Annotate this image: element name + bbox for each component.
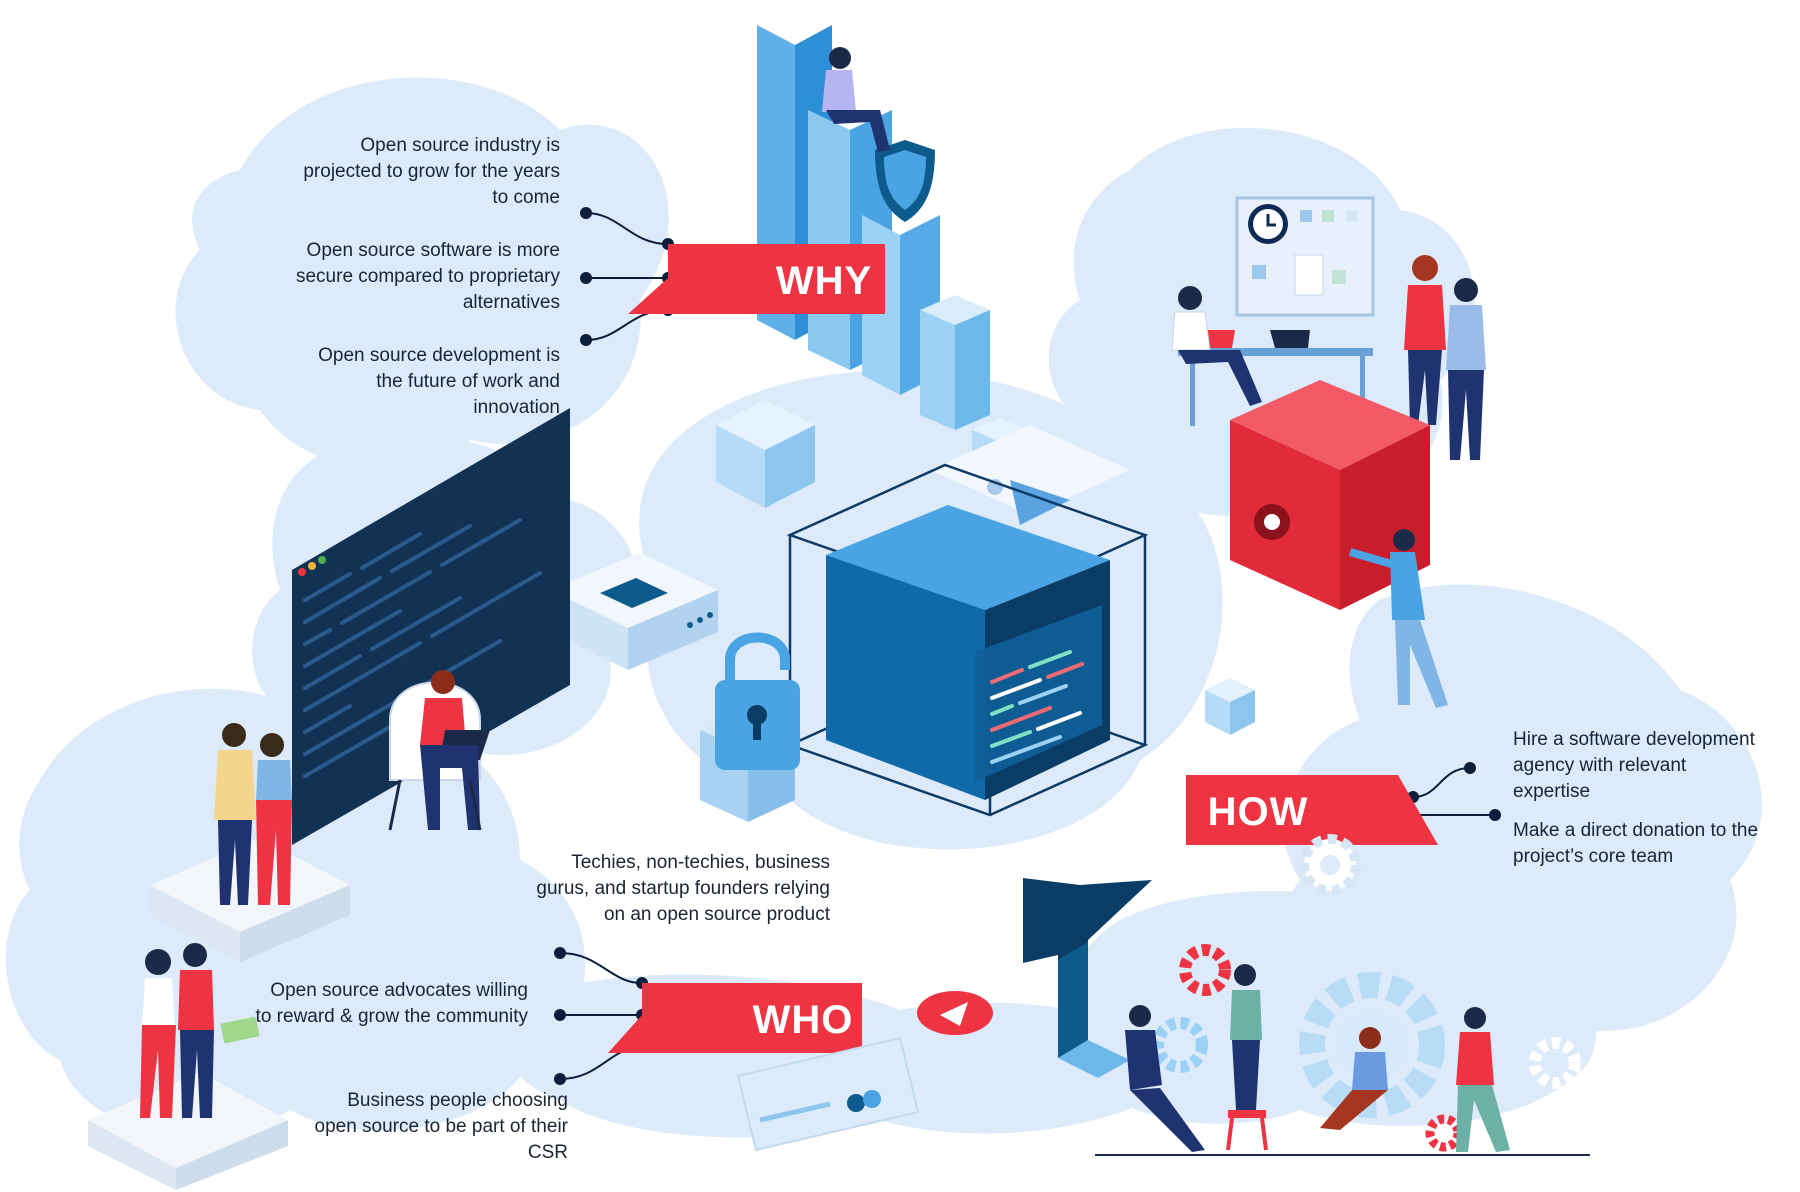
cube-floating <box>765 425 815 508</box>
cube-floating <box>716 425 765 508</box>
red-cube <box>1230 380 1430 610</box>
how-dot <box>1489 809 1501 821</box>
who-dot <box>554 1009 566 1021</box>
who-dot <box>554 1073 566 1085</box>
cube-floating <box>716 400 815 450</box>
why-item-1: Open source industry is projected to gro… <box>303 135 560 208</box>
cube-small <box>1230 690 1255 735</box>
gear-icon <box>1299 834 1361 896</box>
man-pushing-cube <box>1348 529 1448 708</box>
task-board <box>1235 196 1375 317</box>
why-item-3: Open source development is the future of… <box>318 345 560 418</box>
arrow-up-icon <box>1023 878 1152 1078</box>
why-dot <box>580 207 592 219</box>
padlock-icon <box>700 632 800 822</box>
gear-icon <box>1152 1017 1208 1073</box>
server-cube-icon <box>826 505 1110 800</box>
blob-why <box>175 77 669 473</box>
money-bill <box>220 1016 260 1044</box>
play-icon <box>917 991 993 1035</box>
gear-icon <box>1425 1114 1463 1152</box>
code-window <box>292 408 570 845</box>
how-connectors <box>1412 767 1495 816</box>
why-banner: WHY <box>628 244 885 314</box>
couple-with-money <box>88 943 288 1190</box>
desk-scene <box>1171 286 1373 426</box>
how-section: HOW <box>1171 196 1501 896</box>
person-with-laptop <box>388 670 490 831</box>
who-item-1: Techies, non-techies, business gurus, an… <box>536 852 830 925</box>
tower-graphic <box>757 25 990 430</box>
who-label: WHO <box>753 998 854 1042</box>
gears-team <box>1095 944 1590 1156</box>
credit-card-icon <box>736 1036 920 1152</box>
who-banner: WHO <box>608 983 862 1053</box>
why-dot <box>580 334 592 346</box>
clock-icon <box>1248 204 1288 244</box>
who-section: WHO <box>554 947 993 1152</box>
who-item-2: Open source advocates willing to reward … <box>255 980 528 1027</box>
how-item-2: Make a direct donation to the project’s … <box>1513 820 1759 867</box>
who-item-3: Business people choosing open source to … <box>314 1090 569 1163</box>
how-item-1: Hire a software development agency with … <box>1513 729 1755 802</box>
why-dot <box>580 272 592 284</box>
standing-people <box>1404 255 1486 460</box>
gear-icon <box>1179 944 1231 996</box>
cube-small <box>1205 690 1230 735</box>
couple-presenting <box>150 723 350 962</box>
why-section: WHY <box>580 25 990 430</box>
why-label: WHY <box>776 259 872 303</box>
how-label: HOW <box>1208 790 1309 834</box>
gear-icon <box>1529 1037 1581 1089</box>
who-dot <box>554 947 566 959</box>
how-banner: HOW <box>1186 775 1438 845</box>
center-server <box>550 400 1149 822</box>
shield-icon <box>875 140 935 222</box>
person-on-tower <box>822 47 890 152</box>
code-window-icon <box>975 605 1102 782</box>
why-item-2: Open source software is more secure comp… <box>295 240 560 313</box>
how-dot <box>1464 762 1476 774</box>
